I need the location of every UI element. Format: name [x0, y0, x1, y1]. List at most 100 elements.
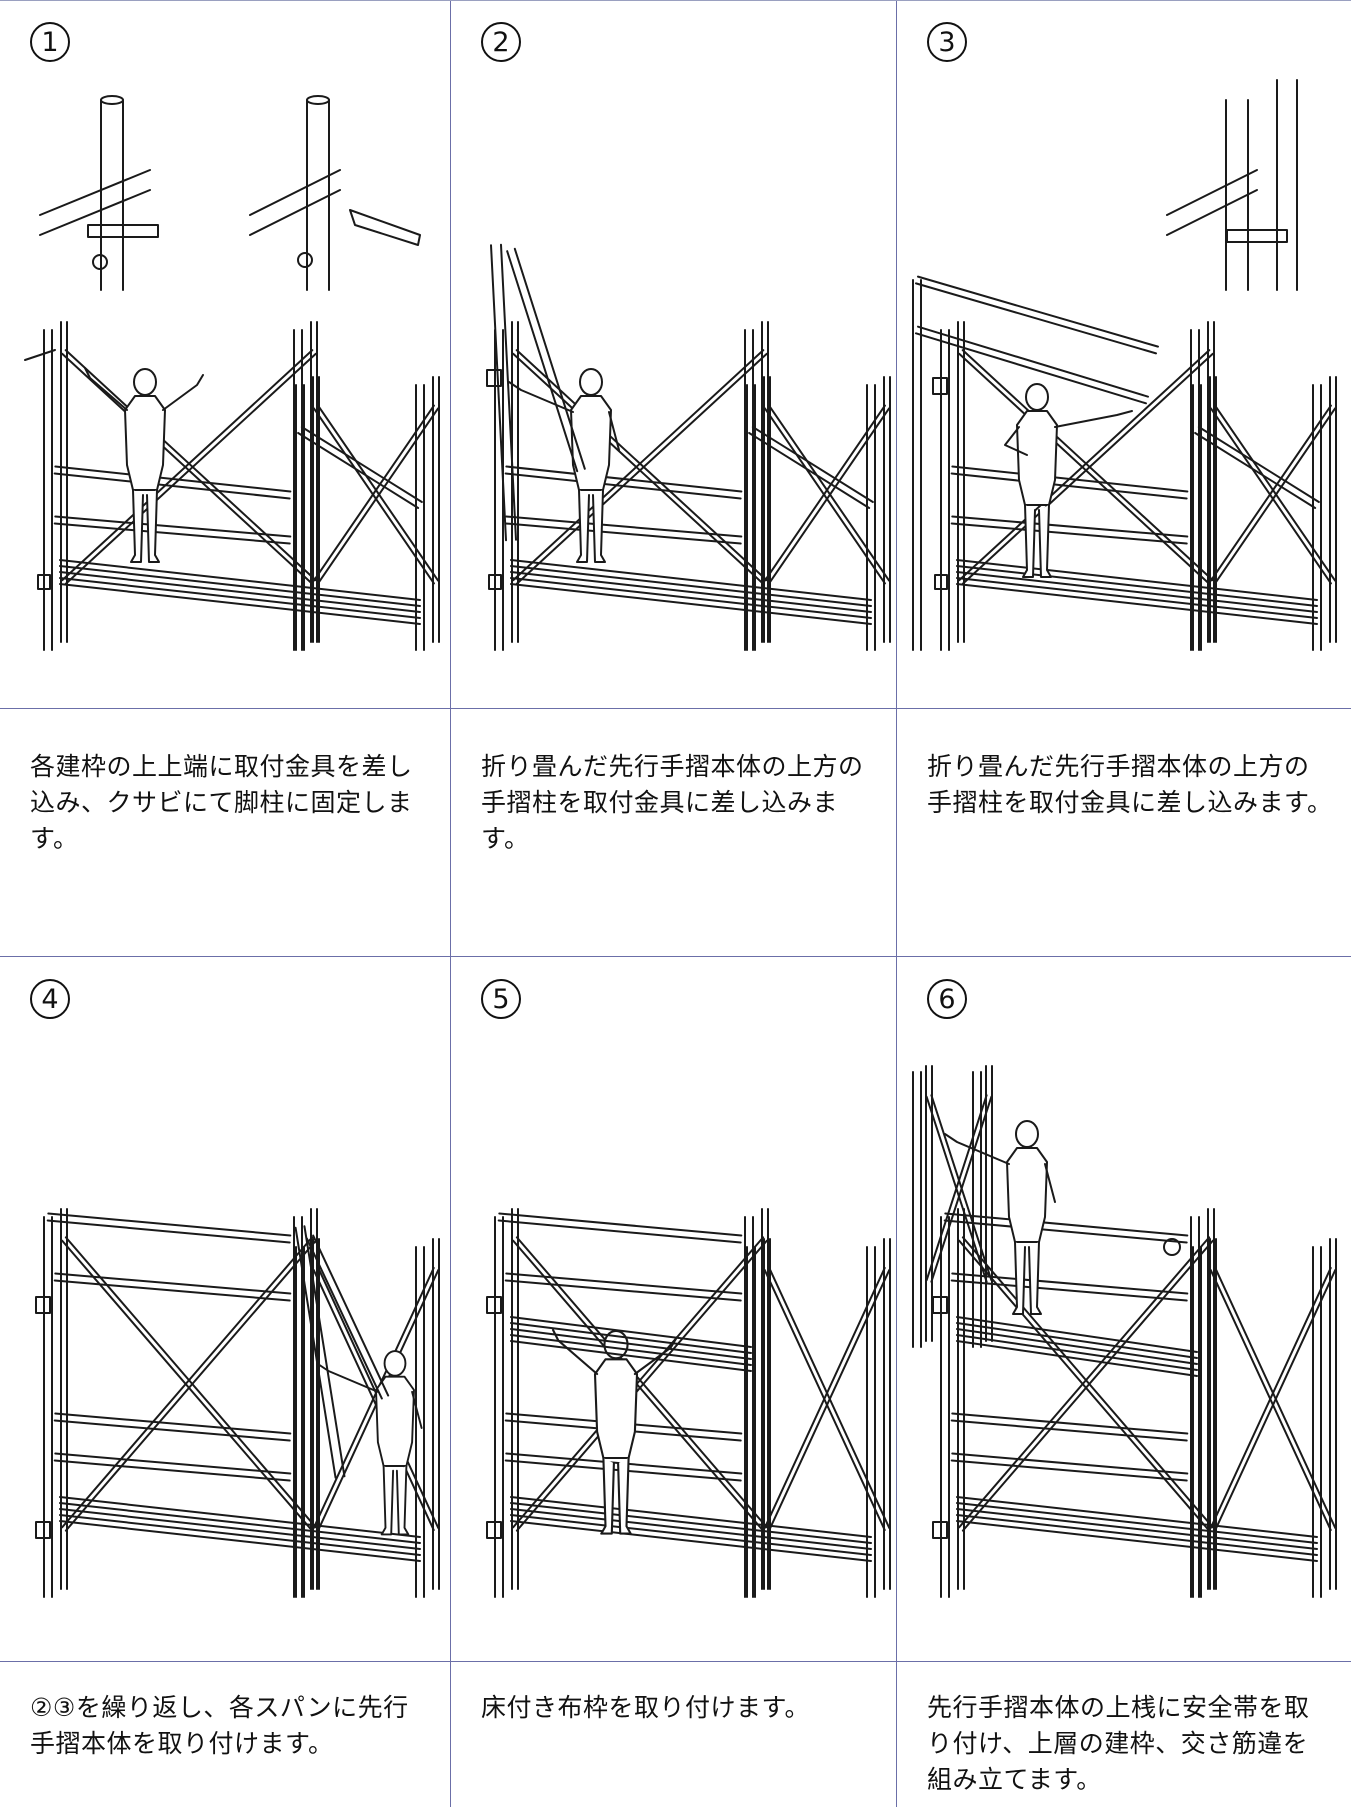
scaffold-post	[295, 1246, 305, 1598]
floor-cloth-frame	[510, 1316, 752, 1372]
clamp-bracket	[932, 1521, 948, 1539]
top-rail-right	[748, 426, 874, 509]
grid-line-h3	[0, 1661, 1351, 1662]
scaffold-post	[312, 376, 320, 643]
step-number-badge: 5	[481, 979, 521, 1019]
scaffold-post	[940, 329, 950, 651]
grid-line-top	[0, 0, 1351, 1]
cross-brace	[1209, 1266, 1337, 1532]
worker-figure	[508, 368, 620, 563]
scaffold-post	[940, 1216, 950, 1598]
cross-brace	[61, 1236, 317, 1532]
step-2-panel: 2	[451, 0, 896, 708]
top-rail	[497, 1212, 743, 1244]
step-number-badge: 6	[927, 979, 967, 1019]
midrail	[53, 1452, 292, 1482]
step-1-scaffold-illustration	[24, 95, 440, 651]
midrail	[504, 1272, 743, 1302]
folded-handrail	[506, 247, 586, 473]
safety-belt-hook	[1163, 1238, 1181, 1256]
step-3-caption-cell: 折り畳んだ先行手摺本体の上方の手摺柱を取付金具に差し込みます。	[897, 709, 1351, 956]
grid-line-h1	[0, 708, 1351, 709]
clamp-bracket	[932, 377, 948, 395]
step-6-caption: 先行手摺本体の上桟に安全帯を取り付け、上層の建枠、交さ筋違を組み立てます。	[927, 1693, 1310, 1794]
step-3-panel: 3	[897, 0, 1351, 708]
scaffold-post	[1329, 1238, 1337, 1590]
scaffold-post	[1190, 1216, 1200, 1598]
worker-figure	[316, 1350, 423, 1536]
cross-brace	[61, 1236, 317, 1532]
floor-cloth-frame	[956, 1316, 1198, 1377]
cross-brace	[512, 349, 768, 585]
step-1-caption: 各建枠の上上端に取付金具を差し込み、クサビにて脚柱に固定します。	[30, 752, 413, 853]
grid-line-v1	[450, 0, 451, 1807]
cross-brace	[312, 404, 440, 585]
scaffold-post	[511, 1208, 519, 1590]
scaffold-frame-right	[746, 376, 891, 651]
cross-brace	[1209, 404, 1337, 585]
scaffold-post	[744, 1216, 754, 1598]
clamp-bracket	[934, 574, 948, 590]
scaffold-post	[1190, 329, 1200, 651]
scaffold-post	[1209, 376, 1217, 643]
clamp-bracket	[486, 369, 502, 387]
scaffold-post	[763, 376, 771, 643]
scaffold-frame-left	[494, 321, 769, 651]
midrail	[53, 515, 292, 545]
scaffold-post	[60, 1208, 68, 1590]
scaffold-deck	[59, 1496, 421, 1562]
step-5-scaffold-illustration	[486, 1208, 891, 1598]
scaffold-post	[972, 1071, 982, 1348]
upper-scaffold-frame	[912, 1065, 993, 1348]
scaffold-post	[1192, 1246, 1202, 1598]
scaffold-post	[957, 321, 965, 643]
midrail	[950, 1452, 1189, 1482]
step-5-caption-cell: 床付き布枠を取り付けます。	[451, 1662, 896, 1807]
worker-figure	[84, 367, 204, 563]
top-rail	[46, 1212, 292, 1244]
step-number-badge: 1	[30, 22, 70, 62]
top-rail-right	[297, 426, 423, 509]
scaffold-deck	[510, 1496, 872, 1562]
scaffold-frame-left	[940, 321, 1215, 651]
clamp-bracket	[486, 1296, 502, 1314]
scaffold-frame-right	[746, 1238, 891, 1598]
cross-brace	[1209, 1266, 1337, 1532]
worker-figure	[1004, 383, 1133, 578]
step-2-scaffold-illustration	[486, 243, 891, 651]
clamp-detail-icon	[1166, 79, 1298, 291]
worker-figure	[944, 1120, 1056, 1315]
midrail	[53, 1272, 292, 1302]
scaffold-post	[43, 1216, 53, 1598]
handrail-mid	[914, 325, 1150, 405]
scaffold-post	[1329, 376, 1337, 643]
step-2-caption-cell: 折り畳んだ先行手摺本体の上方の手摺柱を取付金具に差し込みます。	[451, 709, 896, 956]
scaffold-post	[432, 376, 440, 643]
clamp-detail-icon	[249, 95, 421, 291]
cross-brace	[958, 1236, 1214, 1532]
midrail	[950, 465, 1189, 500]
step-6-scaffold-illustration	[912, 1065, 1337, 1598]
cross-brace	[61, 349, 317, 585]
handrail-top	[915, 275, 1159, 355]
cross-brace	[312, 404, 440, 585]
midrail	[950, 1412, 1189, 1442]
step-2-caption: 折り畳んだ先行手摺本体の上方の手摺柱を取付金具に差し込みます。	[481, 752, 864, 853]
midrail	[504, 515, 743, 545]
clamp-bracket	[488, 574, 502, 590]
scaffold-deck	[956, 559, 1318, 625]
step-4-caption: ②③を繰り返し、各スパンに先行手摺本体を取り付けます。	[30, 1693, 409, 1758]
cross-brace	[512, 1236, 768, 1532]
scaffold-post	[883, 376, 891, 643]
cross-brace	[925, 1094, 993, 1283]
midrail	[504, 465, 743, 500]
step-4-caption-cell: ②③を繰り返し、各スパンに先行手摺本体を取り付けます。	[0, 1662, 450, 1807]
grid-line-v2	[896, 0, 897, 1807]
step-4-scaffold-illustration	[35, 1208, 440, 1598]
clamp-bracket	[35, 1521, 51, 1539]
cross-brace	[763, 1266, 891, 1532]
scaffold-post	[912, 1071, 922, 1348]
step-3-scaffold-illustration	[912, 79, 1337, 651]
cross-brace	[512, 349, 768, 585]
